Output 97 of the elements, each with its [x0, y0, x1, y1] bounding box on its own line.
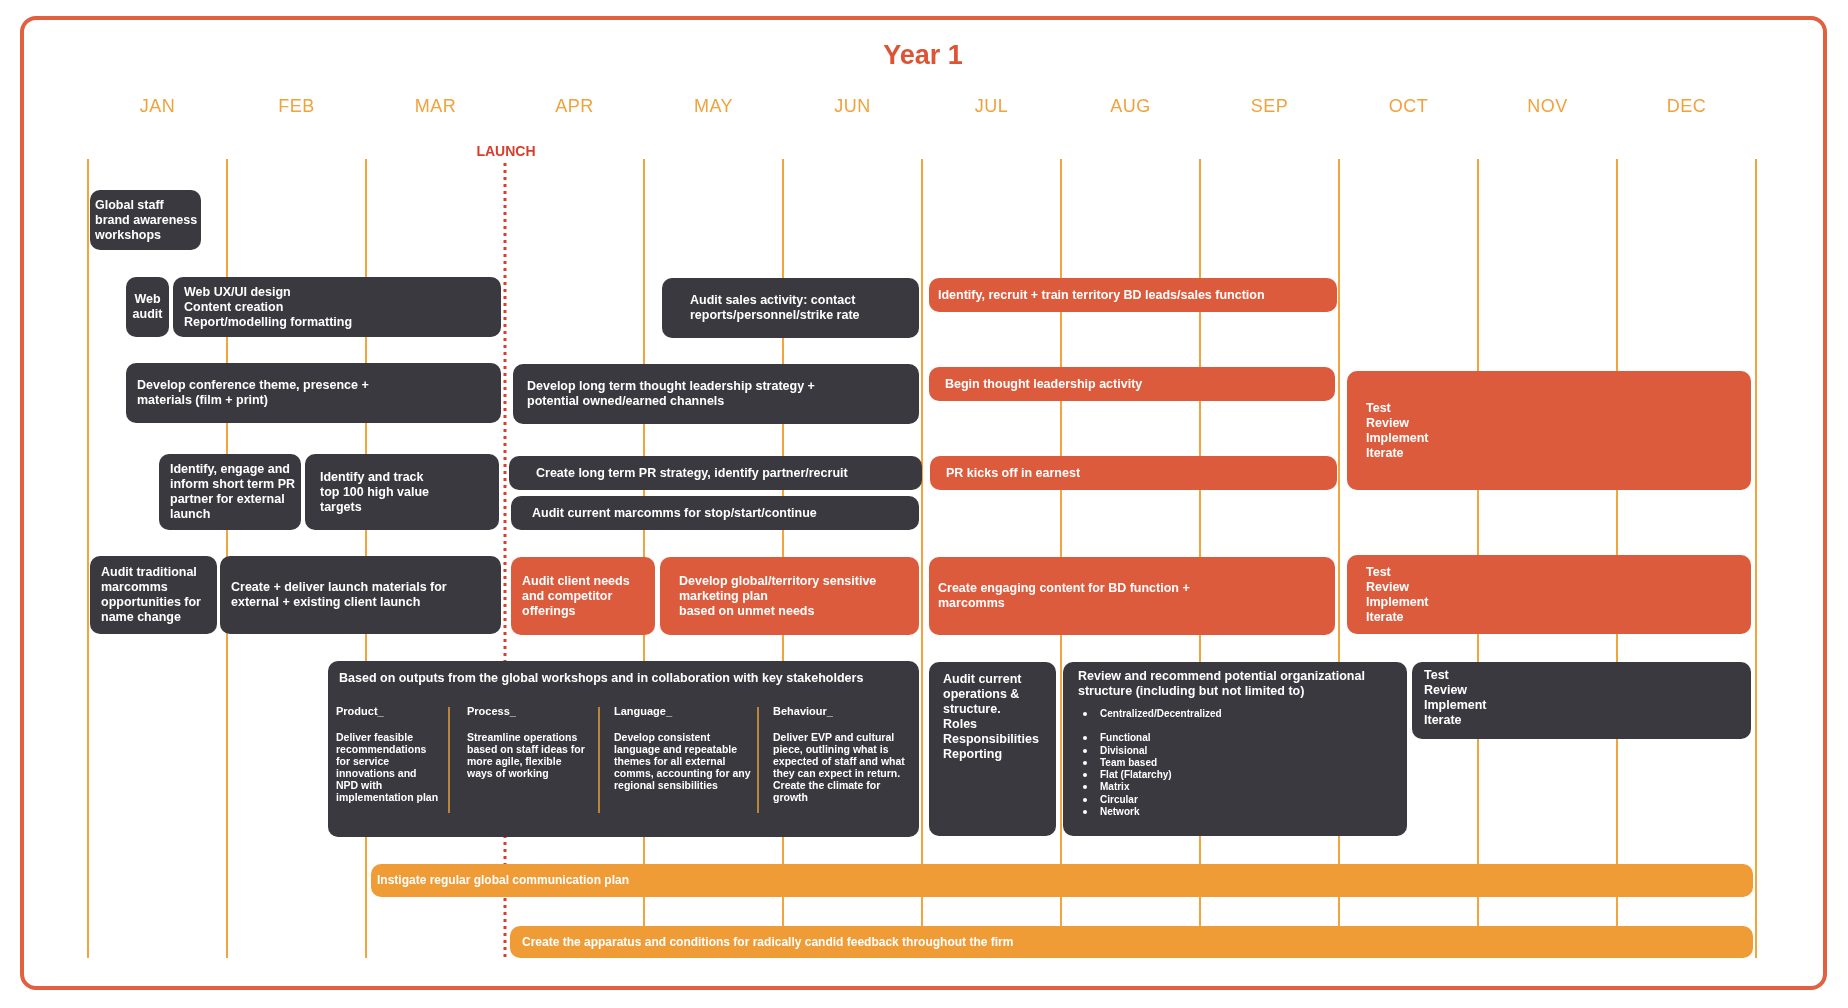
task-label: Implement: [1366, 594, 1429, 610]
column-heading: Process_: [467, 705, 516, 718]
column-heading: Product_: [336, 705, 384, 718]
month-label: MAY: [693, 95, 734, 117]
task-label: Implement: [1424, 698, 1487, 713]
column-text: Create the climate for growth: [773, 779, 882, 803]
task-label: Identify, recruit + train territory BD leads/sales function: [938, 287, 1265, 303]
task-bar: [328, 661, 919, 837]
task-label: Instigate regular global communication plan: [377, 873, 630, 888]
section-heading: Review and recommend potential organizational structure (including but not limited to): [1078, 669, 1366, 699]
task-label: Develop long term thought leadership strategy + potential owned/earned channels: [527, 379, 816, 409]
task-bar: [305, 454, 499, 530]
task-bar: [930, 456, 1337, 490]
task-label: Iterate: [1366, 609, 1404, 625]
task-label: Create long term PR strategy, identify partner/recruit: [536, 465, 848, 481]
task-bar: [511, 557, 655, 635]
task-label: Review: [1424, 683, 1468, 698]
chart-title: Year 1: [883, 39, 963, 71]
task-bar: [1347, 371, 1751, 490]
bullet-item: Matrix: [1083, 781, 1130, 794]
column-heading: Behaviour_: [773, 705, 833, 718]
task-label: Audit current marcomms for stop/start/continue: [532, 505, 817, 521]
task-label: Global staff brand awareness workshops: [95, 197, 199, 243]
month-label: APR: [555, 95, 594, 117]
task-bar: [513, 364, 919, 424]
task-bar: [1347, 555, 1751, 634]
month-label: OCT: [1388, 95, 1429, 117]
task-label: based on unmet needs: [679, 603, 815, 619]
task-bar: [929, 278, 1337, 312]
bullet-item: Circular: [1083, 793, 1138, 807]
bullet-item: Divisional: [1083, 744, 1148, 757]
task-label: Test: [1366, 400, 1391, 416]
month-label: FEB: [278, 95, 315, 117]
task-label: Audit sales activity: contact reports/personnel/strike rate: [690, 293, 861, 323]
bullet-item: Team based: [1083, 756, 1158, 770]
task-bar: [660, 557, 919, 635]
month-label: JUN: [834, 95, 871, 117]
month-label: MAR: [414, 95, 457, 117]
bullet-item: Functional: [1083, 732, 1151, 745]
column-text: Streamline operations based on staff ideas for more agile, flexible ways of working: [467, 731, 585, 779]
task-bar: [126, 363, 501, 423]
task-label: Develop conference theme, presence + materials (film + print): [137, 378, 370, 408]
launch-label: LAUNCH: [476, 143, 536, 159]
month-label: SEP: [1250, 95, 1289, 117]
task-bar: [90, 190, 201, 250]
task-label: PR kicks off in earnest: [946, 465, 1081, 481]
task-label: Web audit: [131, 292, 164, 322]
task-bar: [159, 454, 301, 530]
task-bar: [511, 496, 919, 530]
task-bar: [1063, 662, 1407, 836]
bullet-item: Centralized/Decentralized: [1083, 708, 1222, 721]
section-heading: Based on outputs from the global workshops and in collaboration with key stakeholders: [339, 671, 864, 686]
column-text: Develop consistent language and repeatable themes for all external comms, accounting for any regional sensibilities: [614, 731, 752, 791]
task-label: Audit current operations & structure.: [943, 672, 1023, 717]
task-label: Roles: [943, 717, 978, 732]
task-label: Implement: [1366, 430, 1429, 446]
task-label: Begin thought leadership activity: [945, 376, 1143, 392]
task-label: Review: [1366, 579, 1410, 595]
month-label: DEC: [1666, 95, 1707, 117]
task-bar: [662, 278, 919, 338]
bullet-item: Network: [1083, 806, 1140, 819]
task-bar: [510, 926, 1753, 958]
month-label: AUG: [1110, 95, 1151, 117]
column-heading: Language_: [614, 705, 673, 718]
task-bar: [173, 277, 501, 337]
task-label: Iterate: [1424, 713, 1462, 728]
task-label: Identify and track top 100 high value targets: [320, 469, 431, 515]
task-label: Create + deliver launch materials for external + existing client launch: [231, 580, 448, 610]
task-bar: [90, 556, 217, 634]
task-label: Audit client needs and competitor offerings: [522, 573, 631, 619]
task-bar: [371, 864, 1753, 897]
task-bar: [1412, 662, 1751, 739]
task-label: Test: [1366, 564, 1391, 580]
task-bar: [220, 556, 501, 634]
task-bar: [929, 557, 1335, 635]
task-label: Create engaging content for BD function + marcomms: [938, 581, 1191, 611]
task-label: Create the apparatus and conditions for radically candid feedback throughout the firm: [522, 934, 1014, 950]
task-label: Audit traditional marcomms opportunities for name change: [101, 565, 202, 625]
column-text: Deliver EVP and cultural piece, outlining what is expected of staff and what they can expect in return.: [773, 731, 906, 779]
task-label: Web UX/UI design: [184, 284, 291, 300]
task-bar: [929, 367, 1335, 401]
task-label: Review: [1366, 415, 1410, 431]
task-bar: [929, 662, 1056, 836]
task-bar: [126, 277, 169, 337]
column-text: Deliver feasible recommendations for service innovations and NPD with implementation plan: [336, 731, 440, 803]
month-label: JAN: [139, 95, 176, 117]
bullet-item: Flat (Flatarchy): [1083, 769, 1172, 782]
task-label: Reporting: [943, 747, 1003, 762]
task-label: Responsibilities: [943, 732, 1039, 747]
task-label: Identify, engage and inform short term PR partner for external launch: [170, 462, 296, 522]
task-label: Test: [1424, 668, 1449, 683]
month-label: JUL: [974, 95, 1009, 117]
task-label: Report/modelling formatting: [184, 314, 353, 330]
task-bar: [509, 456, 922, 490]
task-label: Content creation: [184, 299, 284, 315]
month-label: NOV: [1527, 95, 1568, 117]
task-label: Iterate: [1366, 445, 1404, 461]
